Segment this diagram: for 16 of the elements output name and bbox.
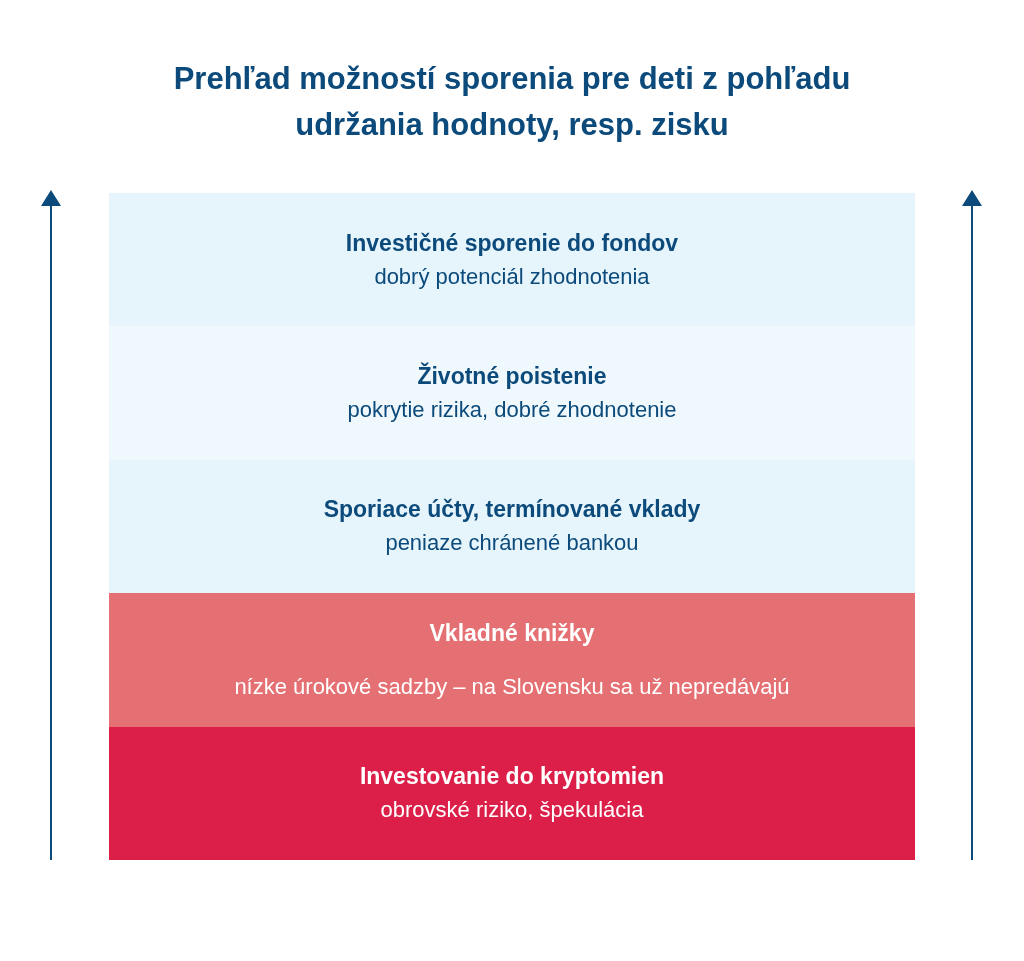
band-description: peniaze chránené bankou xyxy=(385,529,639,558)
band-heading: Investovanie do kryptomien xyxy=(359,762,665,792)
level-band xyxy=(109,459,915,594)
band-heading: Vkladné knižky xyxy=(429,618,595,648)
level-band xyxy=(109,726,915,860)
band-heading: Investičné sporenie do fondov xyxy=(345,228,679,258)
band-heading: Sporiace účty, termínované vklady xyxy=(323,495,701,525)
band-description: pokrytie rizika, dobré zhodnotenie xyxy=(347,396,677,425)
level-band xyxy=(109,193,915,327)
band-description: nízke úrokové sadzby – na Slovensku sa už nepredávajú xyxy=(234,672,790,701)
band-heading: Životné poistenie xyxy=(417,361,607,392)
band-description: dobrý potenciál zhodnotenia xyxy=(374,262,650,291)
title: Prehľad možností sporenia pre deti z pohľadu udržania hodnoty, resp. zisku xyxy=(172,60,852,144)
level-band xyxy=(109,593,915,727)
band-description: obrovské riziko, špekulácia xyxy=(380,796,644,825)
level-band xyxy=(109,326,915,460)
